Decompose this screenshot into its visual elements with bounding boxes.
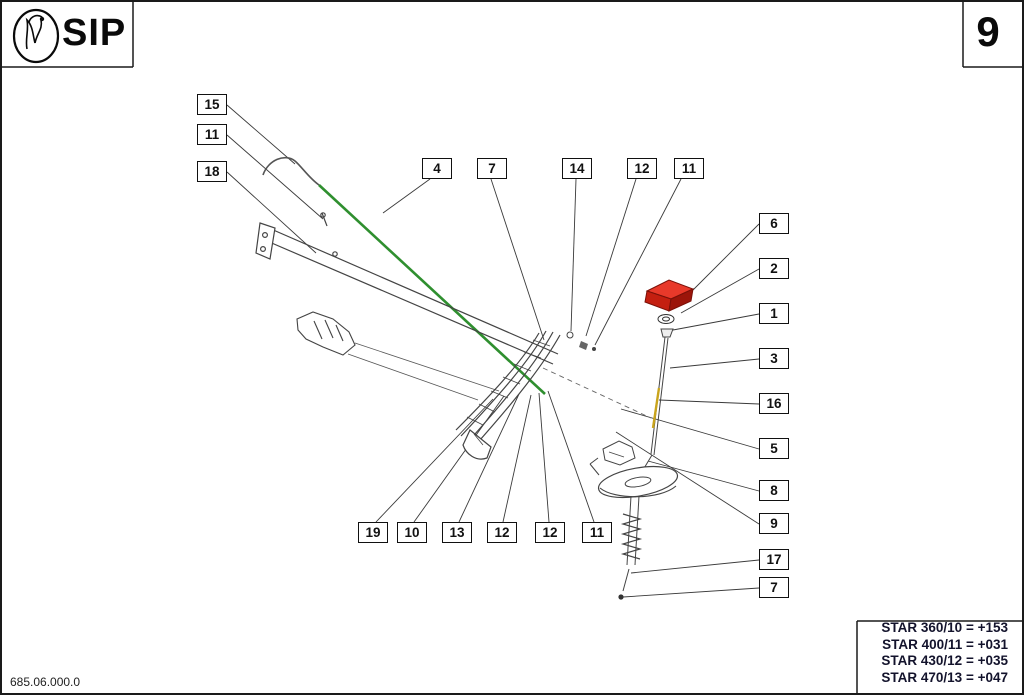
callout-13: 13 [442, 522, 472, 543]
tensioner-rod [262, 156, 546, 395]
callout-7: 7 [759, 577, 789, 598]
callout-17: 17 [759, 549, 789, 570]
callout-11: 11 [674, 158, 704, 179]
callout-1: 1 [759, 303, 789, 324]
callout-3: 3 [759, 348, 789, 369]
callout-2: 2 [759, 258, 789, 279]
mounting-bracket [296, 311, 500, 401]
swath-board [455, 330, 561, 460]
star-variants: STAR 360/10 = +153 STAR 400/11 = +031 ST… [881, 620, 1008, 686]
callout-15: 15 [197, 94, 227, 115]
callout-14: 14 [562, 158, 592, 179]
doc-code: 685.06.000.0 [10, 675, 81, 689]
star-variant-line: STAR 400/11 = +031 [882, 636, 1008, 652]
callout-10: 10 [397, 522, 427, 543]
callout-8: 8 [759, 480, 789, 501]
callout-12: 12 [487, 522, 517, 543]
spring-coil [620, 513, 643, 560]
sip-logo-text: SIP [62, 12, 127, 54]
callout-16: 16 [759, 393, 789, 414]
callout-19: 19 [358, 522, 388, 543]
star-variant-line: STAR 470/13 = +047 [881, 669, 1008, 685]
fasteners [542, 331, 652, 419]
rotor-disc [589, 457, 679, 499]
page-number: 9 [976, 8, 1000, 55]
callout-9: 9 [759, 513, 789, 534]
leader-lines [226, 104, 760, 598]
callout-11: 11 [582, 522, 612, 543]
star-variant-line: STAR 430/12 = +035 [881, 653, 1008, 668]
callout-11: 11 [197, 124, 227, 145]
star-variant-line: STAR 360/10 = +153 [881, 620, 1008, 635]
callout-12: 12 [627, 158, 657, 179]
sip-logo-icon [12, 8, 60, 64]
callout-7: 7 [477, 158, 507, 179]
callout-5: 5 [759, 438, 789, 459]
callout-12: 12 [535, 522, 565, 543]
callout-18: 18 [197, 161, 227, 182]
callout-6: 6 [759, 213, 789, 234]
support-beam [255, 212, 559, 365]
tine-assembly [589, 279, 695, 600]
red-guard [644, 279, 695, 312]
callout-4: 4 [422, 158, 452, 179]
